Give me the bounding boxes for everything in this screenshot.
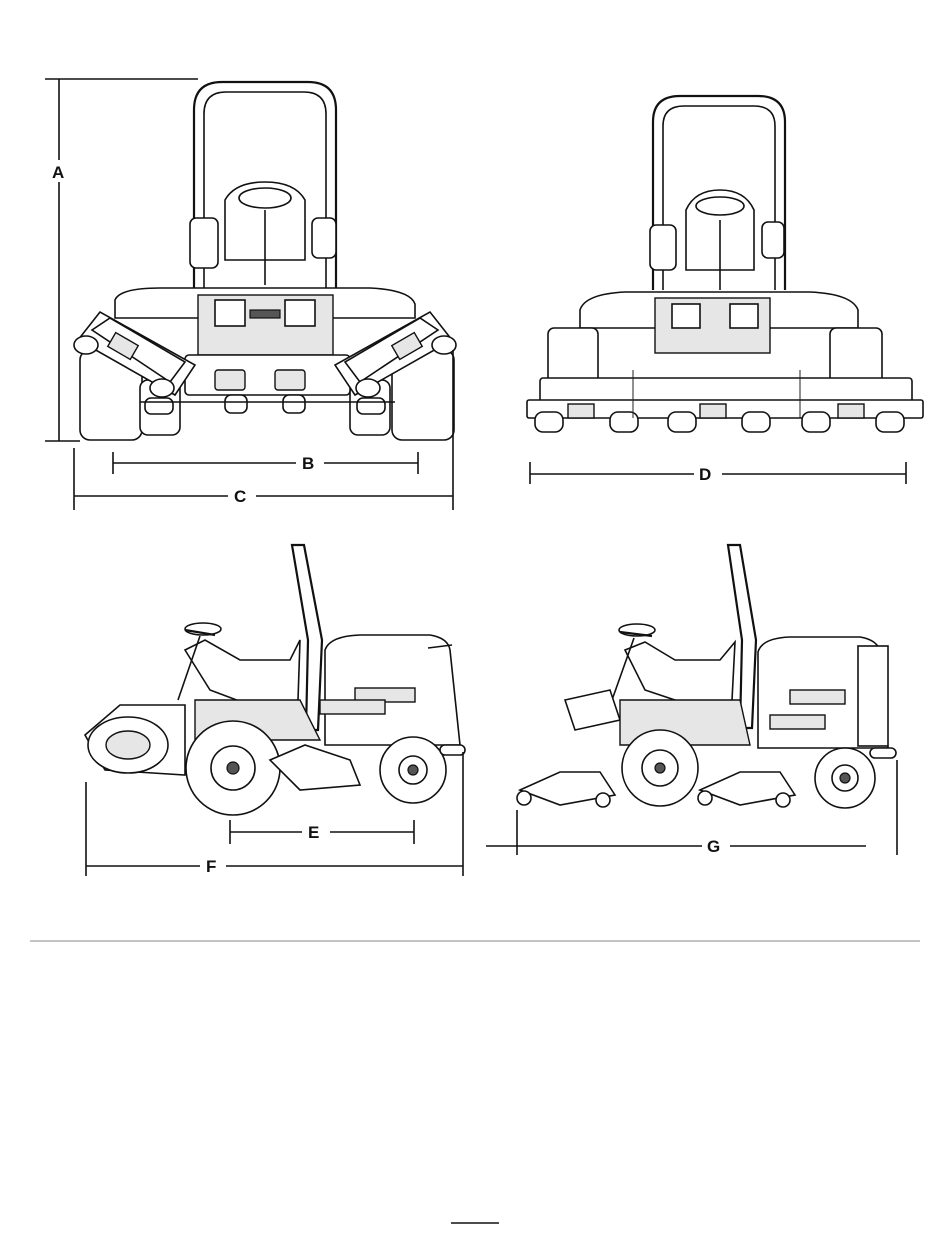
side-view-decks-raised xyxy=(517,545,896,808)
label-c: C xyxy=(234,487,246,506)
dimension-b: B xyxy=(113,452,418,474)
label-b: B xyxy=(302,454,314,473)
label-g: G xyxy=(707,837,720,856)
label-f: F xyxy=(206,857,216,876)
front-view-decks-lowered xyxy=(74,82,456,440)
dimension-d: D xyxy=(530,462,906,484)
dimension-e: E xyxy=(230,820,414,844)
front-view-decks-spread xyxy=(527,96,923,432)
label-a: A xyxy=(52,163,64,182)
label-e: E xyxy=(308,823,319,842)
side-view-decks-lowered xyxy=(85,545,465,815)
label-d: D xyxy=(699,465,711,484)
